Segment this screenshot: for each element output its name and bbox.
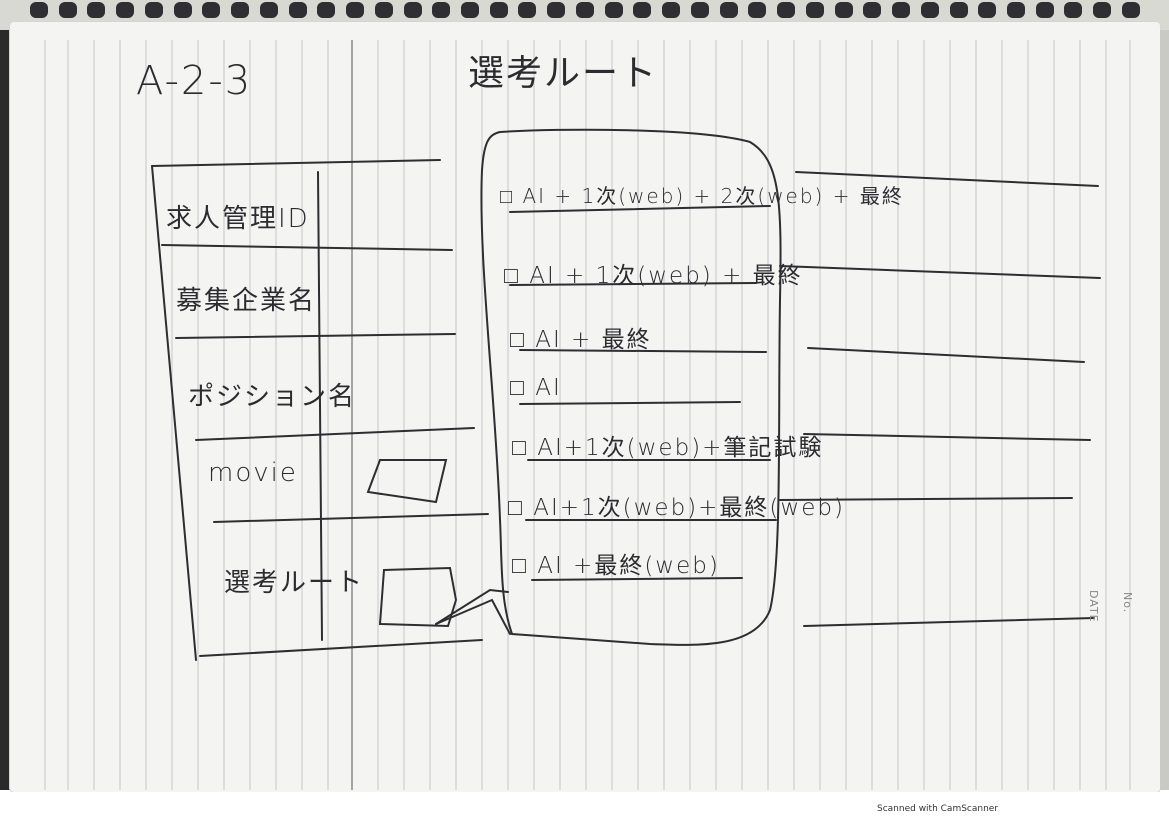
page-heading: 選考ルート [468, 53, 659, 94]
route-option-2[interactable]: □ AI + 1次(web) + 最終 [504, 256, 803, 290]
field-label-job-id: 求人管理ID [166, 204, 310, 234]
movie-thumbnail-placeholder[interactable] [390, 470, 430, 490]
route-option-label: AI [535, 375, 562, 401]
notebook-date-label: DATE [1087, 590, 1100, 623]
checkbox-icon[interactable]: □ [500, 184, 515, 208]
route-option-label: AI+1次(web)+筆記試験 [537, 435, 824, 461]
field-label-company-name: 募集企業名 [176, 286, 317, 316]
notebook-spiral-binding [30, 2, 1140, 22]
checkbox-icon[interactable]: □ [504, 263, 520, 289]
checkbox-icon[interactable]: □ [508, 495, 524, 521]
field-label-movie: movie [208, 458, 298, 488]
route-option-label: AI + 1次(web) + 2次(web) + 最終 [522, 184, 904, 208]
scan-left-edge [0, 30, 10, 790]
route-option-label: AI + 1次(web) + 最終 [529, 263, 803, 289]
checkbox-icon[interactable]: □ [510, 375, 526, 401]
scan-right-edge [1160, 30, 1169, 790]
notebook-page [10, 22, 1160, 792]
scan-footer-area [0, 792, 1169, 826]
route-option-5[interactable]: □ AI+1次(web)+筆記試験 [512, 428, 823, 462]
checkbox-icon[interactable]: □ [510, 327, 526, 353]
field-label-position-name: ポジション名 [188, 382, 357, 412]
route-option-1[interactable]: □ AI + 1次(web) + 2次(web) + 最終 [500, 180, 904, 209]
route-option-4[interactable]: □ AI [510, 374, 562, 401]
route-option-label: AI +最終(web) [537, 553, 720, 579]
checkbox-icon[interactable]: □ [512, 435, 528, 461]
route-select-dropdown[interactable] [386, 574, 446, 620]
checkbox-icon[interactable]: □ [512, 553, 528, 579]
notebook-no-label: No. [1121, 592, 1134, 614]
page-id-label: A-2-3 [136, 58, 253, 104]
route-option-label: AI+1次(web)+最終(web) [533, 495, 845, 521]
scanner-watermark: Scanned with CamScanner [877, 804, 999, 814]
route-option-7[interactable]: □ AI +最終(web) [512, 546, 720, 580]
route-option-3[interactable]: □ AI + 最終 [510, 320, 652, 354]
route-option-label: AI + 最終 [535, 327, 652, 353]
field-label-selection-route: 選考ルート [224, 568, 365, 598]
route-option-6[interactable]: □ AI+1次(web)+最終(web) [508, 488, 845, 522]
